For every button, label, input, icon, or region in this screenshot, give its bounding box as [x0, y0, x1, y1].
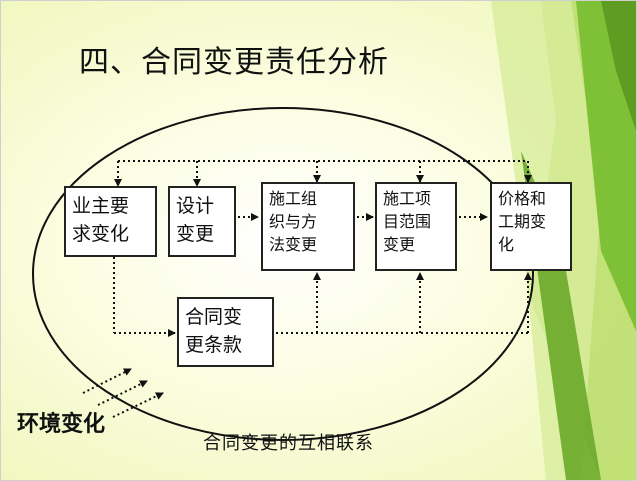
box-design-change: 设计 变更	[168, 186, 236, 257]
box-scope-change: 施工项 目范围 变更	[375, 182, 457, 271]
box-owner-change: 业主要 求变化	[64, 186, 157, 257]
box-construction-org-change: 施工组 织与方 法变更	[261, 182, 355, 271]
page-title: 四、合同变更责任分析	[79, 45, 389, 80]
env-arrow-3	[112, 392, 164, 418]
box-contract-change-clause: 合同变 更条款	[177, 297, 274, 367]
env-arrow-1	[82, 368, 132, 394]
env-arrow-2	[97, 380, 148, 406]
box-price-schedule-change: 价格和 工期变 化	[490, 182, 572, 271]
boundary-ellipse	[32, 107, 534, 441]
diagram-caption: 合同变更的互相联系	[203, 433, 374, 454]
environment-label: 环境变化	[17, 412, 106, 437]
